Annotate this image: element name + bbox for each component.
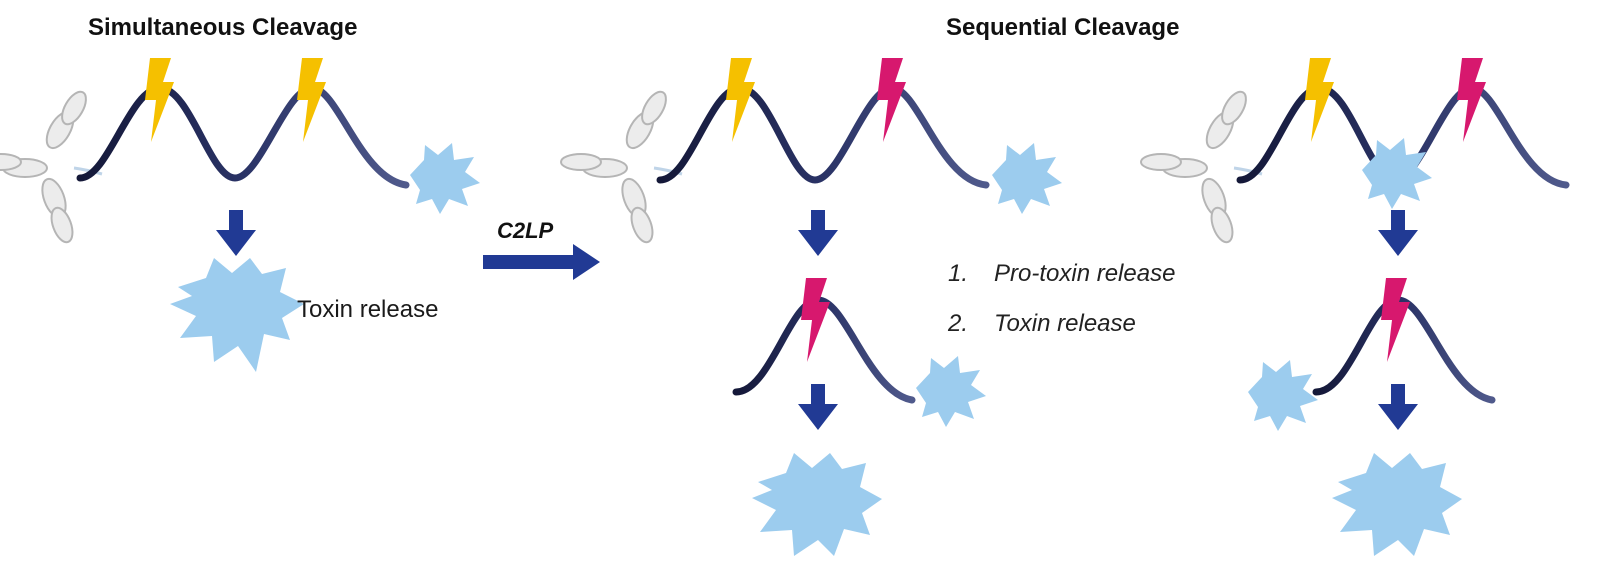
toxin-icon: [170, 258, 304, 372]
cleavage-site-1-icon: [145, 58, 174, 142]
cleavage-site-2-icon: [1457, 58, 1486, 142]
down-arrow-icon: [216, 210, 256, 256]
antibody-icon: [0, 86, 104, 247]
panel-simultaneous: [0, 58, 480, 372]
antibody-icon: [559, 86, 684, 247]
toxin-icon: [752, 453, 882, 556]
down-arrow-icon: [1378, 384, 1418, 430]
antibody-icon: [1139, 86, 1264, 247]
linker-chain: [76, 84, 410, 189]
step-text: Pro-toxin release: [994, 260, 1176, 287]
linker-chain: [656, 84, 990, 189]
down-arrow-icon: [1378, 210, 1418, 256]
cleavage-site-1-icon: [297, 58, 326, 142]
down-arrow-icon: [798, 210, 838, 256]
toxin-icon: [410, 143, 480, 214]
cleavage-site-2-icon: [877, 58, 906, 142]
down-arrow-icon: [798, 384, 838, 430]
cleavage-site-1-icon: [1305, 58, 1334, 142]
panel-sequential-2: [1139, 58, 1570, 556]
step-number: 2.: [948, 310, 969, 337]
toxin-icon: [1332, 453, 1462, 556]
cleavage-site-2-icon: [801, 278, 830, 362]
enzyme-label: C2LP: [497, 218, 554, 243]
cleavage-site-2-icon: [1381, 278, 1410, 362]
panel-sequential-1: [559, 58, 1062, 556]
toxin-release-label: Toxin release: [297, 296, 439, 323]
toxin-icon: [916, 356, 986, 427]
step-text: Toxin release: [994, 310, 1136, 337]
cleavage-site-1-icon: [726, 58, 755, 142]
step-item: 2. Toxin release: [948, 310, 1136, 338]
heading-simultaneous: Simultaneous Cleavage: [88, 14, 358, 41]
step-item: 1. Pro-toxin release: [948, 260, 1175, 288]
heading-sequential: Sequential Cleavage: [946, 14, 1180, 41]
enzyme-arrow: [483, 244, 600, 280]
step-number: 1.: [948, 260, 969, 287]
toxin-icon: [1248, 360, 1318, 431]
toxin-icon: [1362, 138, 1432, 209]
toxin-icon: [992, 143, 1062, 214]
